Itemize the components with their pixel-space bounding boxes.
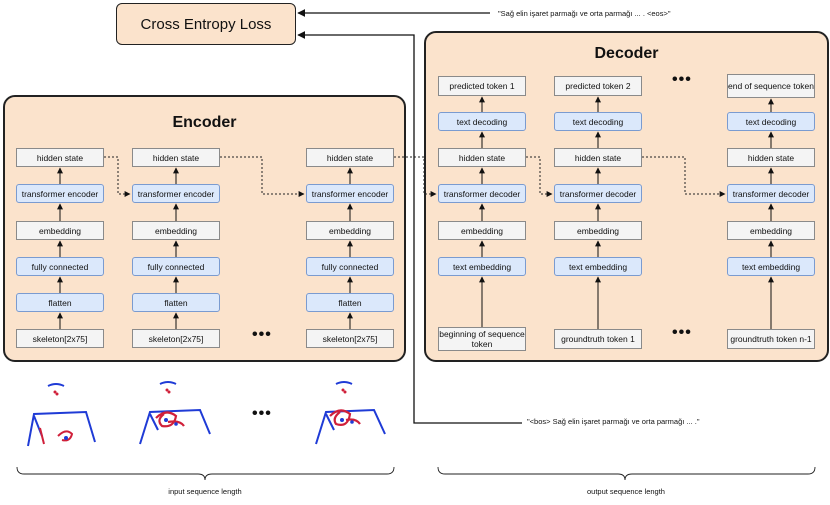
decoder-title: Decoder [594,45,659,62]
text-embedding-box: text embedding [438,257,526,276]
skeleton-ellipsis: ••• [252,405,272,422]
vertical-arrows [57,96,774,329]
dotted-state-connections [104,156,726,197]
fully-connected-box: fully connected [16,257,104,276]
text-decoding-box: text decoding [727,112,815,131]
skeleton-input-box: skeleton[2x75] [132,329,220,348]
encoder-hidden-state: hidden state [306,148,394,167]
encoder-hidden-state: hidden state [16,148,104,167]
text-decoding-box: text decoding [554,112,642,131]
encoder-embedding: embedding [306,221,394,240]
decoder-output-ellipsis: ••• [672,71,692,88]
decoder-hidden-state: hidden state [727,148,815,167]
predicted-token-box: predicted token 1 [438,76,526,96]
decoder-input-ellipsis: ••• [672,324,692,341]
target-sentence: "Sağ elin işaret parmağı ve orta parmağı… [498,9,671,18]
transformer-encoder-box: transformer encoder [306,184,394,203]
transformer-decoder-box: transformer decoder [438,184,526,203]
decoder-hidden-state: hidden state [554,148,642,167]
decoder-embedding: embedding [438,221,526,240]
fully-connected-box: fully connected [132,257,220,276]
input-sentence: "<bos> Sağ elin işaret parmağı ve orta p… [527,417,700,426]
decoder-embedding: embedding [727,221,815,240]
cross-entropy-loss-box: Cross Entropy Loss [116,3,296,45]
transformer-decoder-box: transformer decoder [554,184,642,203]
encoder-embedding: embedding [132,221,220,240]
skeleton-figure [139,381,211,445]
skeleton-figure [315,381,386,445]
encoder-hidden-state: hidden state [132,148,220,167]
loss-arrows [297,9,522,424]
encoder-ellipsis: ••• [252,326,272,343]
decoder-hidden-state: hidden state [438,148,526,167]
transformer-encoder-box: transformer encoder [132,184,220,203]
output-sequence-length-label: output sequence length [587,487,665,496]
end-of-sequence-token-box: end of sequence token [727,74,815,98]
transformer-decoder-box: transformer decoder [727,184,815,203]
sequence-braces [16,466,816,481]
flatten-box: flatten [16,293,104,312]
decoder-input-token-box: groundtruth token n-1 [727,329,815,349]
encoder-title: Encoder [172,114,237,131]
decoder-input-token-box: groundtruth token 1 [554,329,642,349]
fully-connected-box: fully connected [306,257,394,276]
transformer-encoder-box: transformer encoder [16,184,104,203]
flatten-box: flatten [306,293,394,312]
input-sequence-length-label: input sequence length [168,487,242,496]
flatten-box: flatten [132,293,220,312]
decoder-input-token-box: beginning of sequence token [438,327,526,351]
skeleton-input-box: skeleton[2x75] [16,329,104,348]
skeleton-figure [27,383,96,447]
decoder-embedding: embedding [554,221,642,240]
predicted-token-box: predicted token 2 [554,76,642,96]
text-decoding-box: text decoding [438,112,526,131]
text-embedding-box: text embedding [554,257,642,276]
encoder-embedding: embedding [16,221,104,240]
text-embedding-box: text embedding [727,257,815,276]
skeleton-input-box: skeleton[2x75] [306,329,394,348]
